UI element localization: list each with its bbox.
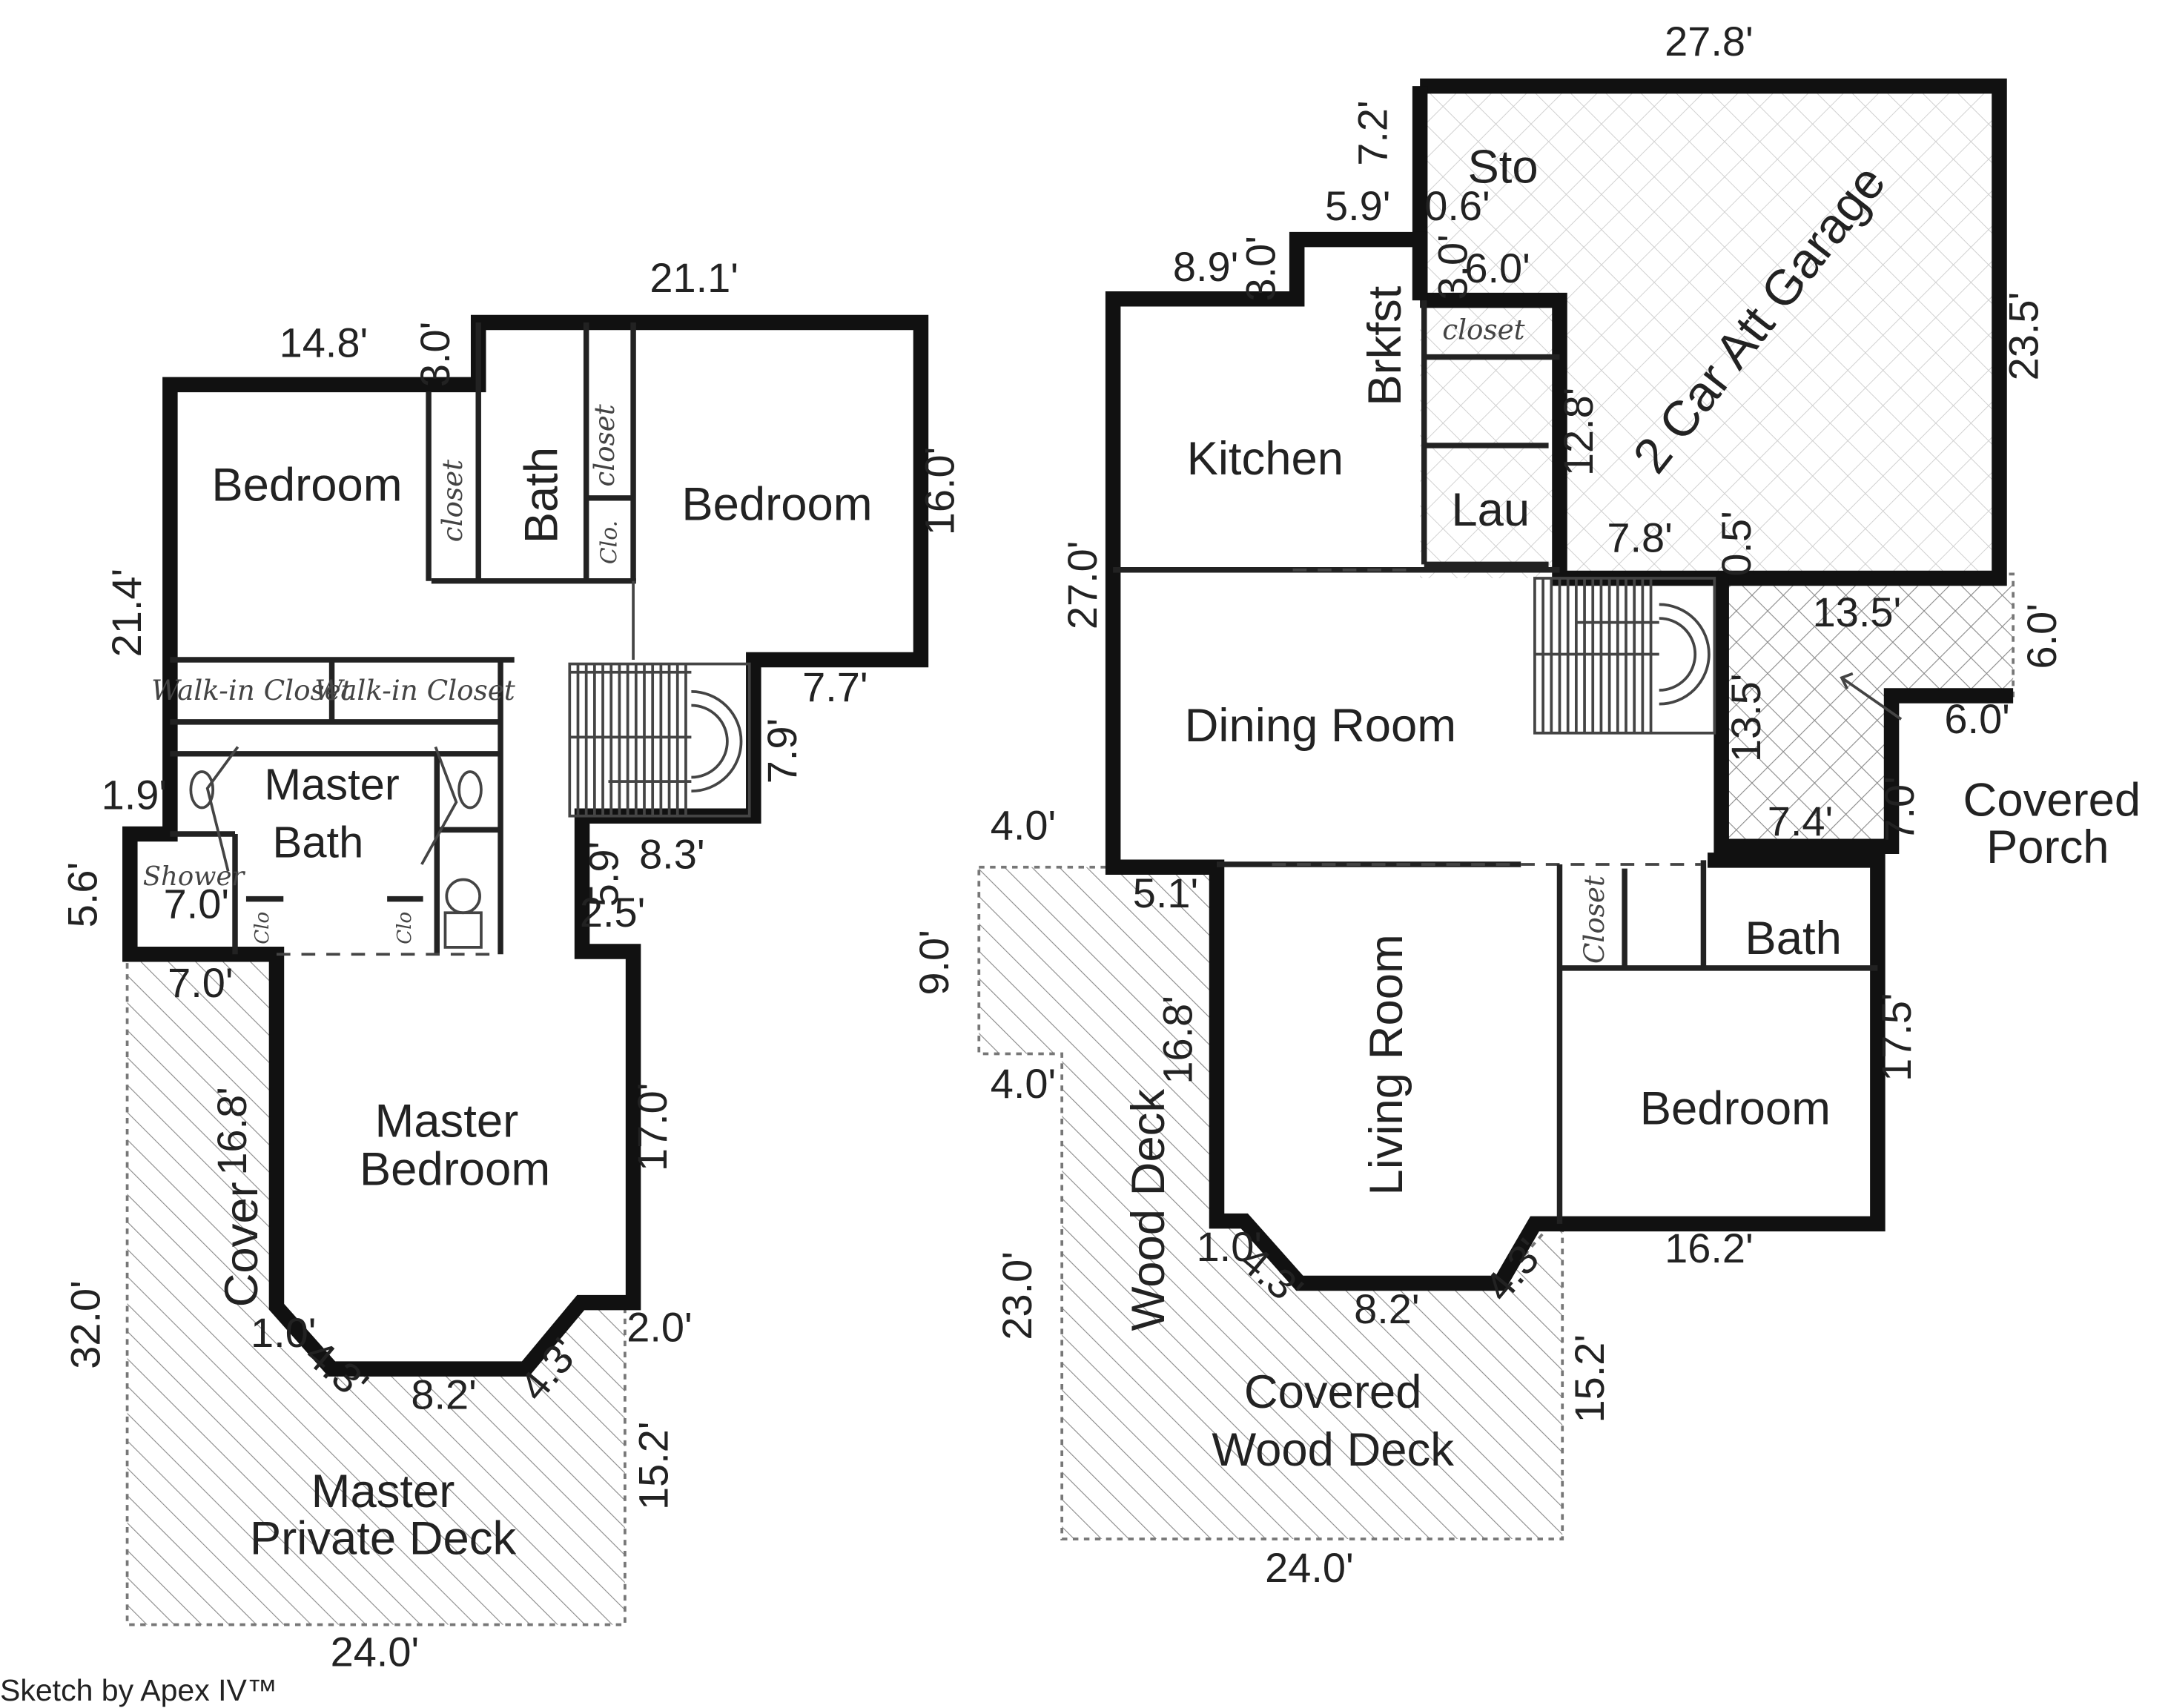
dim-label: 16.0' <box>916 447 963 536</box>
dim-label: 8.9' <box>1173 243 1238 290</box>
living-room-label: Living Room <box>1361 934 1412 1195</box>
closet-upper-right-label: closet <box>588 403 621 486</box>
covered-porch-label-2: Porch <box>1986 821 2109 873</box>
dim-label: 5.6' <box>59 862 106 927</box>
closet-b-label: Clo <box>394 912 416 944</box>
dim-label: 1.0' <box>251 1309 316 1356</box>
closet-living-label: Closet <box>1578 875 1610 964</box>
main-house-wall <box>1105 231 1886 1291</box>
dim-label: 7.7' <box>802 663 867 710</box>
dim-label: 8.3' <box>639 831 704 878</box>
dim-label: 15.2' <box>1566 1334 1613 1423</box>
shower-label: Shower <box>143 861 246 892</box>
lau-label: Lau <box>1451 484 1530 536</box>
dim-label: 0.5' <box>1713 511 1759 576</box>
dim-label: 6.0' <box>1464 245 1530 291</box>
upper-exterior-wall <box>122 314 929 1377</box>
dim-label: 5.1' <box>1133 870 1198 916</box>
stairs-upper <box>568 662 751 818</box>
master-bedroom-label-1: Master <box>374 1095 518 1147</box>
closet-upper-left-label: closet <box>436 459 469 542</box>
wood-deck-label: Wood Deck <box>1123 1089 1174 1331</box>
dim-label: 15.2' <box>630 1421 677 1510</box>
dim-label: 27.0' <box>1059 541 1106 630</box>
dim-label: 4.0' <box>991 801 1056 848</box>
walkin-closet-1-label: Walk-in Closet <box>151 674 353 706</box>
shower-dim-label: 7.0' <box>164 881 229 927</box>
dim-label: 6.0' <box>1944 695 2009 742</box>
dim-label: 23.5' <box>2000 292 2047 381</box>
dim-label: 5.9' <box>1325 182 1390 229</box>
dim-label: 8.2' <box>1354 1285 1419 1332</box>
dim-label: 2.5' <box>580 889 645 936</box>
dim-label: 7.2' <box>1349 100 1395 165</box>
master-bedroom-label-2: Bedroom <box>360 1144 550 1196</box>
dim-label: 13.5' <box>1813 589 1902 635</box>
dim-label: 1.9' <box>102 771 167 818</box>
dim-label: 7.8' <box>1607 514 1672 561</box>
sketch-credit: Sketch by Apex IV™ <box>0 1673 277 1707</box>
master-deck-label-1: Master <box>311 1466 455 1517</box>
dim-label: 16.8' <box>208 1087 255 1176</box>
dining-room-label: Dining Room <box>1185 700 1456 752</box>
dim-label: 7.0' <box>1876 776 1923 841</box>
upper-bath-label: Bath <box>516 447 568 543</box>
garage-area <box>1420 86 2000 578</box>
dim-label: 27.8' <box>1665 18 1754 64</box>
dim-label: 7.4' <box>1768 798 1833 844</box>
main-exterior-wall <box>1420 78 2007 586</box>
upper-floor-plan: Bedroom Bath Bedroom Walk-in Closet Walk… <box>59 254 963 1675</box>
sto-label: Sto <box>1467 142 1538 193</box>
bedroom-lower-label: Bedroom <box>1640 1083 1831 1135</box>
dim-label: 7.0' <box>168 959 233 1006</box>
stairs-main <box>1533 577 1716 735</box>
brkfst-label: Brkfst <box>1359 285 1411 406</box>
dim-label: 24.0' <box>1265 1544 1354 1591</box>
cover-label: Cover <box>216 1182 268 1307</box>
dim-label: 8.2' <box>411 1371 476 1418</box>
dim-label: 21.1' <box>650 254 738 301</box>
dim-label: 3.0' <box>1237 236 1283 301</box>
dim-label: 9.0' <box>911 930 957 995</box>
main-floor-plan: Sto 2 Car Att Garage Brkfst Kitchen Lau … <box>911 18 2141 1591</box>
upper-bedroom-right-label: Bedroom <box>681 479 872 531</box>
kitchen-label: Kitchen <box>1187 433 1344 485</box>
dim-label: 12.8' <box>1555 388 1602 477</box>
dim-label: 32.0' <box>62 1280 108 1369</box>
dim-label: 17.5' <box>1873 993 1920 1082</box>
dim-label: 16.8' <box>1154 996 1200 1085</box>
dim-label: 16.2' <box>1665 1225 1754 1271</box>
dim-label: 6.0' <box>2018 603 2065 669</box>
covered-porch-label-1: Covered <box>1963 775 2141 827</box>
closet-small-label: Clo. <box>597 520 623 564</box>
dim-label: 7.9' <box>759 718 805 784</box>
walkin-closet-2-label: Walk-in Closet <box>314 674 516 706</box>
dim-label: 23.0' <box>994 1251 1040 1340</box>
dim-label: 1.0' <box>1197 1223 1262 1270</box>
dim-label: 0.6' <box>1424 182 1490 229</box>
dim-label: 2.0' <box>627 1303 692 1350</box>
dim-label: 24.0' <box>331 1629 420 1675</box>
dim-label: 4.0' <box>991 1060 1056 1107</box>
dim-label: 5.9' <box>581 841 627 907</box>
dim-label: 17.0' <box>629 1083 675 1172</box>
dim-label: 3.0' <box>412 322 458 387</box>
master-bath-label-1: Master <box>264 759 399 809</box>
closet-kitchen-label: closet <box>1442 313 1525 345</box>
dim-label: 21.4' <box>103 569 150 658</box>
dim-label: 13.5' <box>1722 674 1769 763</box>
dim-label: 14.8' <box>280 320 369 366</box>
bath-lower-label: Bath <box>1745 913 1841 964</box>
closet-a-label: Clo <box>251 912 274 944</box>
dim-label: 3.0' <box>1430 234 1476 299</box>
covered-wood-deck-label-1: Covered <box>1244 1366 1422 1418</box>
master-deck-label-2: Private Deck <box>250 1513 517 1565</box>
master-bath-label-2: Bath <box>273 818 364 867</box>
covered-wood-deck-label-2: Wood Deck <box>1212 1424 1454 1476</box>
upper-bedroom-left-label: Bedroom <box>211 460 402 512</box>
